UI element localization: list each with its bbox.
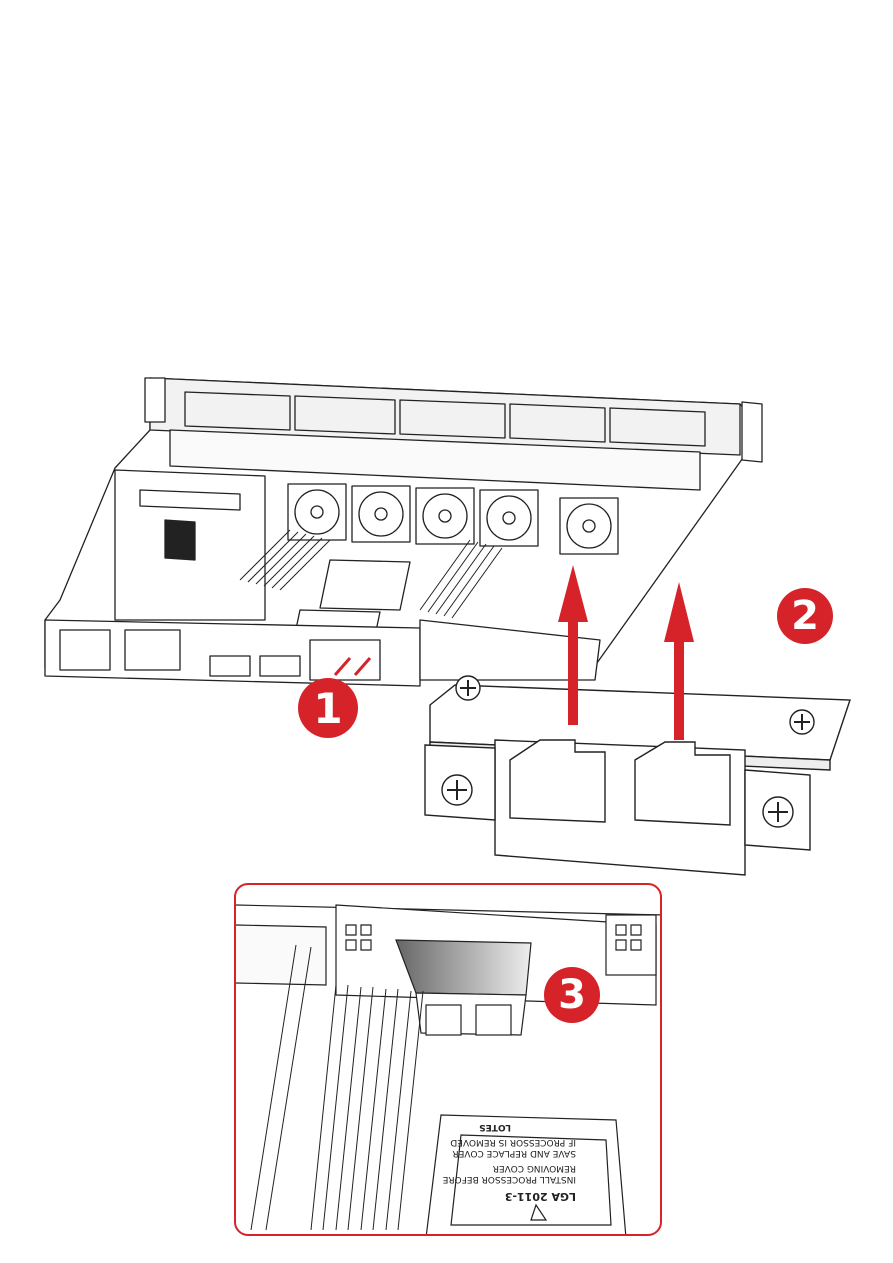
warning-line-3: SAVE AND REPLACE COVER (452, 1148, 576, 1158)
step-2-badge: 2 (777, 588, 833, 644)
cpu-socket-1 (319, 559, 411, 611)
drive-bays (184, 391, 706, 447)
memory-slots-right (419, 539, 503, 619)
socket-label: LGA 2011-3 (505, 1190, 576, 1203)
lift-arrows (558, 565, 694, 740)
left-ear-bracket (144, 377, 166, 423)
step-3-label: 3 (558, 972, 586, 1018)
step-3-badge: 3 (544, 967, 600, 1023)
inset-drawing: LGA 2011-3 INSTALL PROCESSOR BEFORE REMO… (236, 904, 660, 1234)
step-2-label: 2 (791, 593, 819, 639)
warning-line-1: INSTALL PROCESSOR BEFORE (442, 1174, 576, 1184)
step-1-badge: 1 (298, 678, 358, 738)
lan-ports (309, 639, 381, 681)
lan-module (424, 675, 851, 876)
warning-line-2: REMOVING COVER (493, 1163, 576, 1173)
fan-array (287, 483, 619, 555)
psu-bay-2 (124, 629, 181, 671)
vga-port (209, 655, 251, 677)
detail-inset: LGA 2011-3 INSTALL PROCESSOR BEFORE REMO… (234, 883, 662, 1236)
serial-port (259, 655, 301, 677)
fan-board (169, 429, 701, 491)
right-ear-bracket (741, 401, 763, 463)
warning-line-4: IF PROCESSOR IS REMOVED (450, 1137, 576, 1147)
pcie-slot-area (419, 619, 601, 681)
lotes-label: LOTES (479, 1122, 511, 1132)
psu-bay-1 (59, 629, 111, 671)
step-1-label: 1 (313, 683, 343, 733)
memory-slots-left (239, 529, 331, 591)
